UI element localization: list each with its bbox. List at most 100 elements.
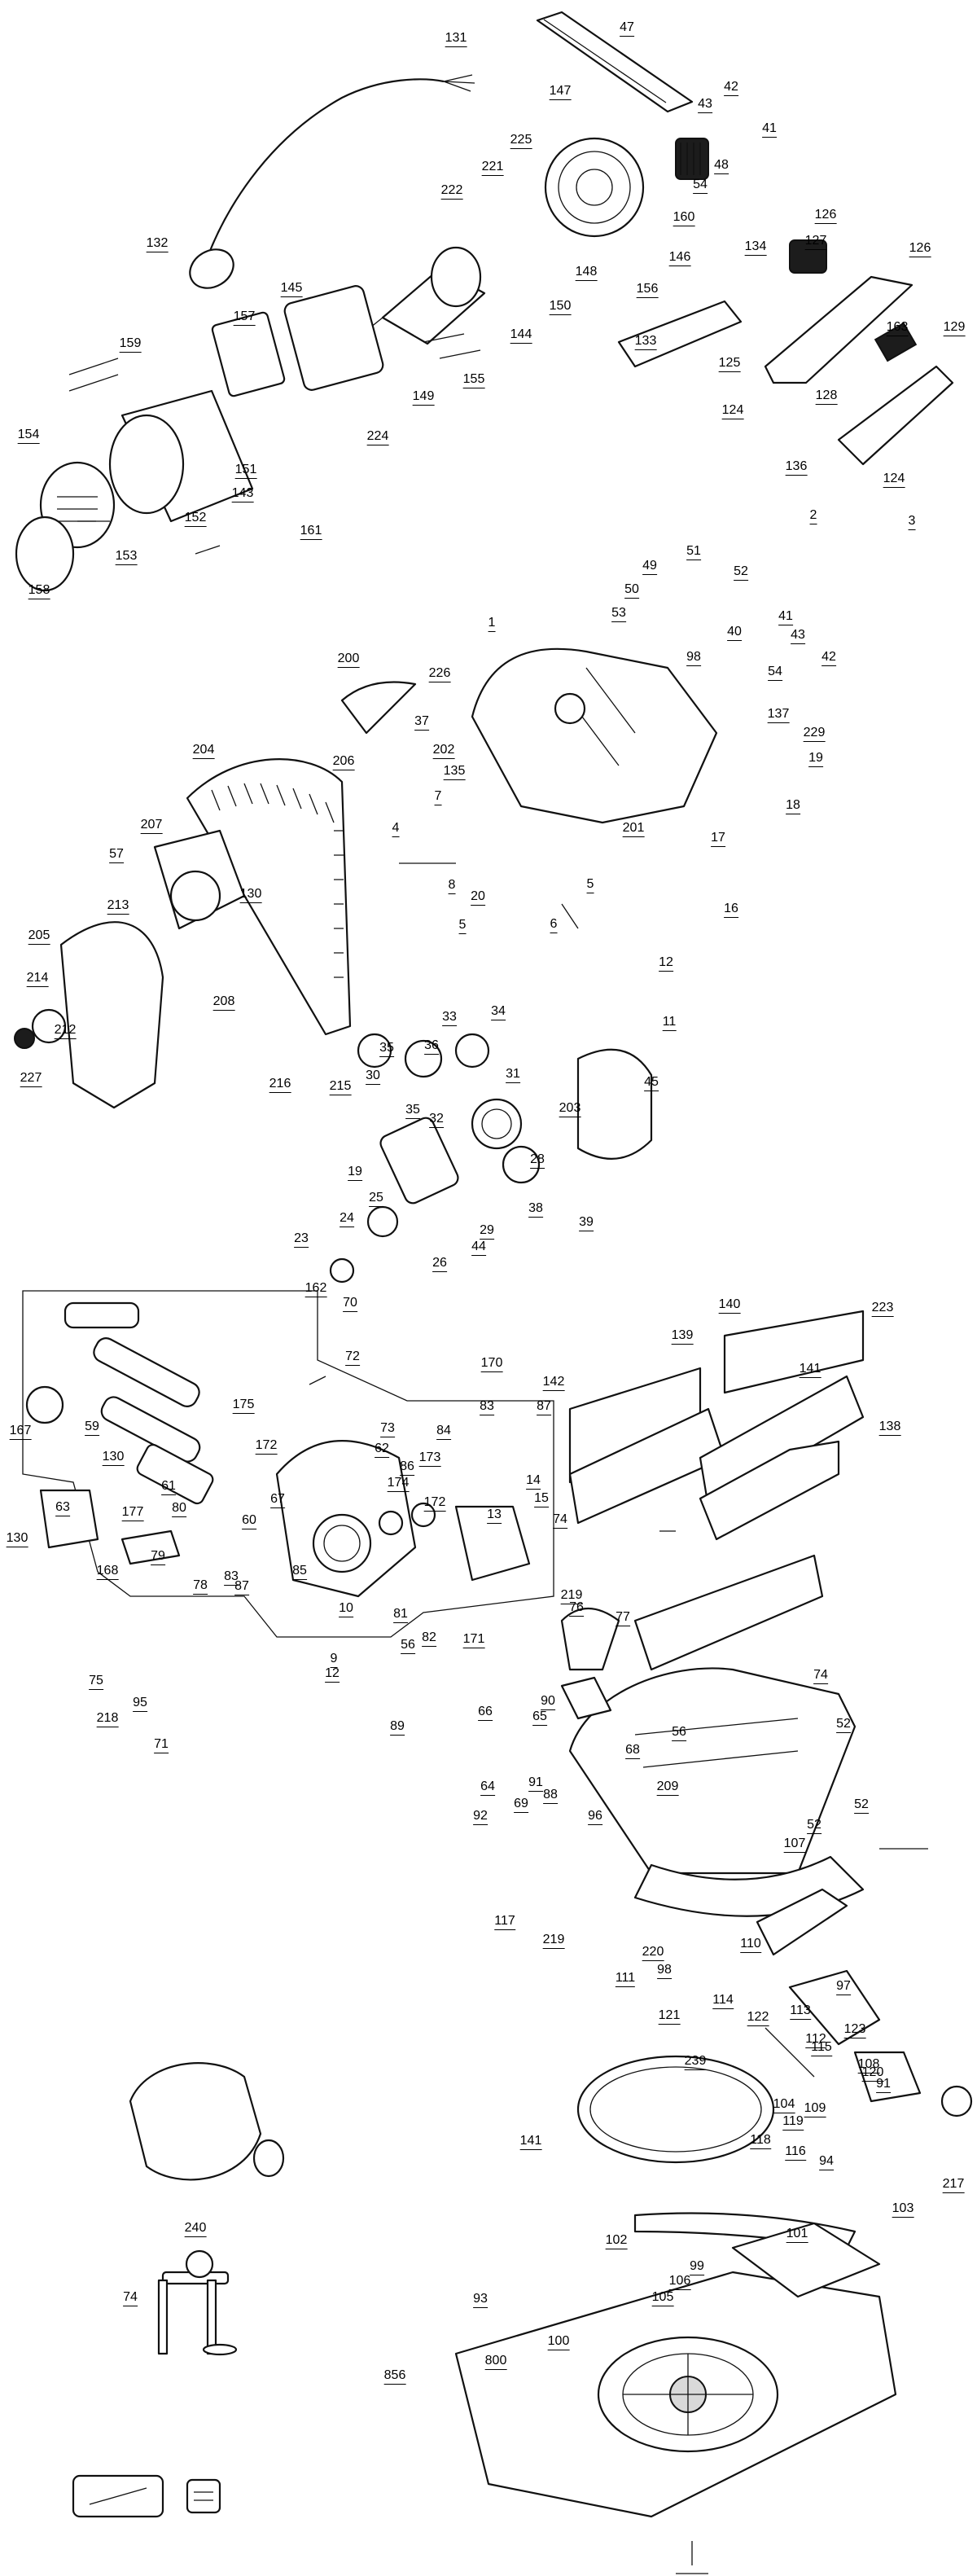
part-callout: 128 [815, 388, 838, 405]
part-callout: 153 [115, 549, 138, 565]
part-callout: 240 [184, 2221, 207, 2237]
part-callout: 129 [943, 320, 966, 336]
part-callout: 8 [448, 878, 456, 894]
part-callout: 45 [644, 1075, 659, 1091]
part-callout: 134 [744, 239, 767, 256]
part-callout: 217 [942, 2177, 965, 2193]
part-callout: 18 [786, 798, 800, 814]
part-callout: 207 [140, 818, 163, 834]
part-callout: 203 [559, 1101, 581, 1117]
part-callout: 120 [861, 2065, 884, 2082]
part-callout: 103 [892, 2201, 914, 2218]
part-callout: 97 [836, 1979, 851, 1995]
part-callout: 26 [432, 1256, 447, 1272]
part-callout: 52 [807, 1818, 821, 1834]
guard-plate [153, 829, 246, 930]
part-callout: 119 [782, 2114, 804, 2131]
part-callout: 54 [768, 665, 782, 681]
part-callout: 142 [542, 1375, 565, 1391]
part-callout: 37 [414, 714, 429, 731]
part-callout: 56 [672, 1725, 686, 1741]
part-callout: 239 [684, 2054, 707, 2070]
part-callout: 4 [392, 821, 400, 837]
part-callout: 91 [528, 1775, 543, 1792]
part-callout: 132 [146, 236, 169, 252]
part-callout: 151 [234, 463, 257, 479]
part-callout: 88 [543, 1788, 558, 1804]
part-callout: 216 [269, 1077, 291, 1093]
part-callout: 19 [348, 1165, 362, 1181]
part-callout: 146 [668, 250, 691, 266]
rails [25, 1301, 214, 1505]
part-callout: 32 [429, 1112, 444, 1128]
rear-rail-bracket [39, 1489, 181, 1565]
part-callout: 98 [686, 650, 701, 666]
part-callout: 136 [785, 459, 808, 476]
part-callout: 41 [762, 121, 777, 138]
part-callout: 66 [478, 1705, 493, 1721]
part-callout: 85 [292, 1564, 307, 1580]
part-callout: 35 [379, 1041, 394, 1057]
part-callout: 42 [724, 80, 738, 96]
part-callout: 91 [876, 2077, 891, 2093]
part-callout: 137 [767, 707, 790, 723]
turntable [568, 1667, 865, 1956]
part-callout: 158 [28, 583, 50, 599]
part-callout: 87 [234, 1579, 249, 1595]
part-callout: 154 [17, 428, 40, 444]
part-callout: 161 [300, 524, 322, 540]
part-callout: 68 [625, 1743, 640, 1759]
part-callout: 28 [530, 1152, 545, 1169]
part-callout: 73 [380, 1421, 395, 1437]
part-callout: 213 [107, 898, 129, 915]
fasteners [68, 333, 928, 2574]
part-callout: 141 [799, 1362, 821, 1378]
part-callout: 109 [804, 2101, 826, 2117]
part-callout: 159 [119, 336, 142, 353]
part-callout: 15 [534, 1491, 549, 1507]
part-callout: 94 [819, 2154, 834, 2170]
part-callout: 51 [686, 544, 701, 560]
part-callout: 104 [773, 2097, 795, 2113]
part-callout: 3 [908, 514, 916, 530]
part-callout: 10 [339, 1601, 353, 1617]
part-callout: 70 [343, 1296, 357, 1312]
part-callout: 89 [390, 1719, 405, 1736]
part-callout: 223 [871, 1301, 894, 1317]
part-callout: 150 [549, 299, 572, 315]
field-stator [211, 285, 384, 397]
part-callout: 9 [330, 1652, 338, 1668]
motor-housing [544, 137, 709, 238]
part-callout: 130 [6, 1531, 28, 1547]
part-callout: 111 [615, 1971, 636, 1987]
part-callout: 99 [690, 2259, 704, 2275]
part-callout: 72 [345, 1349, 360, 1366]
part-callout: 11 [662, 1015, 677, 1031]
part-callout: 220 [642, 1945, 664, 1961]
part-callout: 82 [422, 1630, 436, 1647]
part-callout: 152 [184, 511, 207, 527]
part-callout: 221 [481, 160, 504, 176]
part-callout: 101 [786, 2227, 808, 2243]
part-callout: 7 [434, 789, 442, 805]
part-callout: 145 [280, 281, 303, 297]
part-callout: 92 [473, 1809, 488, 1825]
part-callout: 135 [443, 764, 466, 780]
part-callout: 56 [401, 1638, 415, 1654]
fences [568, 1310, 865, 1671]
part-callout: 160 [673, 210, 695, 226]
upper-guard [186, 758, 352, 1036]
part-callout: 74 [123, 2290, 138, 2306]
part-callout: 218 [96, 1711, 119, 1727]
part-callout: 219 [542, 1933, 565, 1949]
bevel-lock [560, 1607, 620, 1720]
part-callout: 30 [366, 1069, 380, 1085]
part-callout: 126 [814, 208, 837, 224]
part-callout: 175 [232, 1398, 255, 1414]
part-callout: 52 [836, 1717, 851, 1733]
part-callout: 201 [622, 821, 645, 837]
bearing-housing [275, 1440, 531, 1598]
part-callout: 144 [510, 327, 532, 344]
part-callout: 105 [651, 2290, 674, 2306]
part-callout: 139 [671, 1328, 694, 1345]
